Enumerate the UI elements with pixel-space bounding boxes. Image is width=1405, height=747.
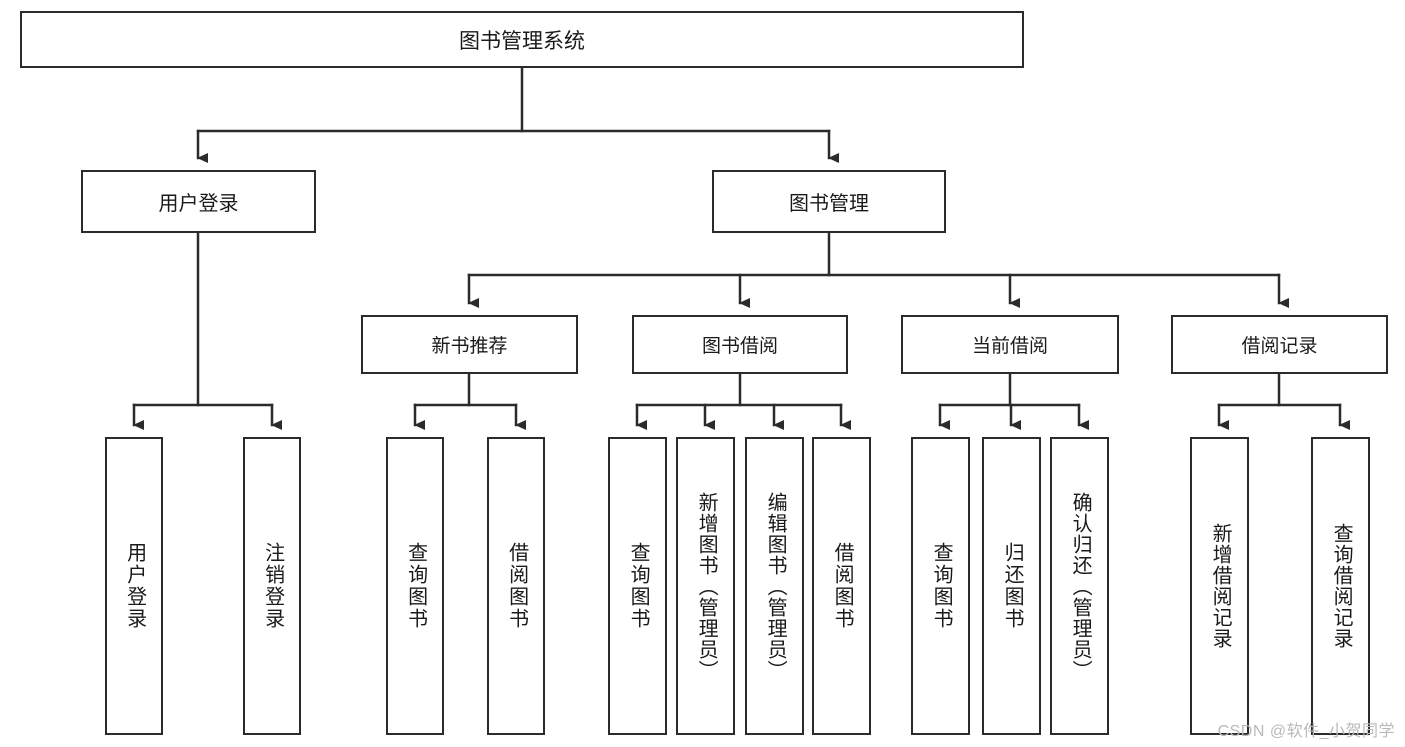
leaf-label: 新增图书（管理员） [695, 491, 718, 681]
leaf-label: 借阅图书 [505, 542, 528, 630]
node-root-book-management-system[interactable]: 图书管理系统 [20, 11, 1024, 68]
leaf-user-login[interactable]: 用户登录 [105, 437, 163, 735]
leaf-borrow-book[interactable]: 借阅图书 [812, 437, 871, 735]
leaf-label: 归还图书 [1001, 542, 1024, 630]
leaf-label: 查询借阅记录 [1330, 523, 1353, 649]
node-new-book-recommend[interactable]: 新书推荐 [361, 315, 578, 374]
leaf-label: 注销登录 [261, 542, 284, 630]
leaf-label: 查询图书 [627, 542, 650, 630]
node-book-borrow[interactable]: 图书借阅 [632, 315, 848, 374]
leaf-add-book-admin[interactable]: 新增图书（管理员） [676, 437, 735, 735]
leaf-query-book-current[interactable]: 查询图书 [911, 437, 970, 735]
leaf-label: 确认归还（管理员） [1069, 491, 1092, 681]
leaf-label: 用户登录 [123, 542, 146, 630]
node-label: 新书推荐 [431, 336, 508, 357]
node-label: 图书管理系统 [459, 29, 585, 53]
node-borrow-record[interactable]: 借阅记录 [1171, 315, 1388, 374]
node-user-login[interactable]: 用户登录 [81, 170, 316, 233]
node-label: 图书借阅 [701, 336, 778, 357]
node-label: 用户登录 [158, 193, 239, 215]
leaf-user-logout[interactable]: 注销登录 [243, 437, 301, 735]
leaf-return-book[interactable]: 归还图书 [982, 437, 1041, 735]
leaf-label: 编辑图书（管理员） [764, 491, 787, 681]
leaf-query-borrow-record[interactable]: 查询借阅记录 [1311, 437, 1370, 735]
node-book-management[interactable]: 图书管理 [712, 170, 946, 233]
leaf-label: 查询图书 [930, 542, 953, 630]
node-label: 借阅记录 [1241, 336, 1318, 357]
node-label: 图书管理 [789, 193, 869, 215]
leaf-add-borrow-record[interactable]: 新增借阅记录 [1190, 437, 1249, 735]
node-label: 当前借阅 [971, 336, 1048, 357]
leaf-edit-book-admin[interactable]: 编辑图书（管理员） [745, 437, 804, 735]
csdn-watermark: CSDN @软件_小贺同学 [1217, 723, 1395, 740]
leaf-query-book-recommend[interactable]: 查询图书 [386, 437, 444, 735]
leaf-query-book-borrow[interactable]: 查询图书 [608, 437, 667, 735]
node-current-borrow[interactable]: 当前借阅 [901, 315, 1119, 374]
leaf-confirm-return-admin[interactable]: 确认归还（管理员） [1050, 437, 1109, 735]
leaf-label: 查询图书 [404, 542, 427, 630]
leaf-label: 借阅图书 [831, 542, 854, 630]
leaf-borrow-book-recommend[interactable]: 借阅图书 [487, 437, 545, 735]
leaf-label: 新增借阅记录 [1209, 523, 1232, 649]
